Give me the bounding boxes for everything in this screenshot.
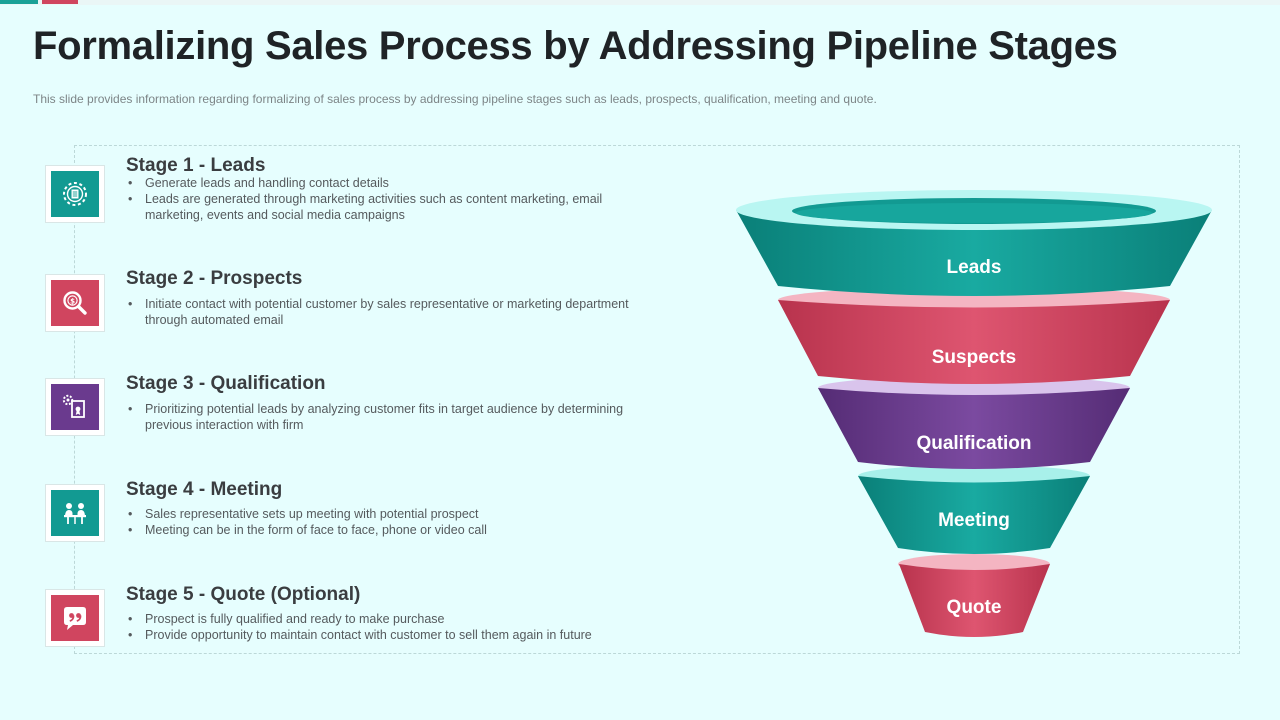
stage-1-bullets: Generate leads and handling contact deta… (126, 175, 646, 223)
stage-1-bullet-2: Leads are generated through marketing ac… (126, 191, 646, 223)
slide-title: Formalizing Sales Process by Addressing … (33, 24, 1118, 68)
funnel-label-meeting: Meeting (938, 510, 1010, 531)
accent-segment-teal (0, 0, 38, 4)
funnel-level-suspects: Suspects (778, 287, 1170, 384)
stage-5-bullet-2: Provide opportunity to maintain contact … (126, 627, 646, 643)
stage-2-title: Stage 2 - Prospects (126, 268, 303, 289)
stage-2-icon-box: $ (45, 274, 105, 332)
funnel-level-leads: Leads (736, 190, 1212, 296)
svg-text:$: $ (70, 297, 75, 305)
stage-5-bullet-1: Prospect is fully qualified and ready to… (126, 611, 646, 627)
magnifier-dollar-icon: $ (51, 280, 99, 326)
stage-3-title: Stage 3 - Qualification (126, 373, 326, 394)
stage-5-title: Stage 5 - Quote (Optional) (126, 584, 361, 605)
funnel-label-leads: Leads (947, 257, 1002, 278)
stage-2-bullet-1: Initiate contact with potential customer… (126, 296, 646, 328)
stage-3-icon-box (45, 378, 105, 436)
funnel-level-quote: Quote (898, 554, 1050, 637)
pipeline-funnel: Quote Meeting Qualification Suspects Lea… (736, 190, 1212, 637)
accent-segment-crimson (42, 0, 78, 4)
meeting-table-icon (51, 490, 99, 536)
slide-subtitle: This slide provides information regardin… (33, 92, 877, 106)
funnel-label-quote: Quote (947, 597, 1002, 618)
stage-3-bullets: Prioritizing potential leads by analyzin… (126, 401, 646, 433)
stage-5-bullets: Prospect is fully qualified and ready to… (126, 611, 646, 643)
stage-1-title: Stage 1 - Leads (126, 155, 266, 176)
stage-4-title: Stage 4 - Meeting (126, 479, 283, 500)
stage-4-icon-box (45, 484, 105, 542)
funnel-label-suspects: Suspects (932, 347, 1016, 368)
funnel-label-qualification: Qualification (916, 433, 1031, 454)
stage-5-icon-box (45, 589, 105, 647)
stage-4-bullets: Sales representative sets up meeting wit… (126, 506, 646, 538)
stage-4-bullet-2: Meeting can be in the form of face to fa… (126, 522, 646, 538)
certificate-gear-icon (51, 384, 99, 430)
stage-1-bullet-1: Generate leads and handling contact deta… (126, 175, 646, 191)
stage-4-bullet-1: Sales representative sets up meeting wit… (126, 506, 646, 522)
stage-2-bullets: Initiate contact with potential customer… (126, 296, 646, 328)
document-gear-icon (51, 171, 99, 217)
stage-1-icon-box (45, 165, 105, 223)
top-accent-bar (0, 0, 1280, 5)
stage-3-bullet-1: Prioritizing potential leads by analyzin… (126, 401, 646, 433)
funnel-level-meeting: Meeting (858, 465, 1090, 554)
quote-bubble-icon (51, 595, 99, 641)
funnel-level-qualification: Qualification (818, 376, 1130, 469)
